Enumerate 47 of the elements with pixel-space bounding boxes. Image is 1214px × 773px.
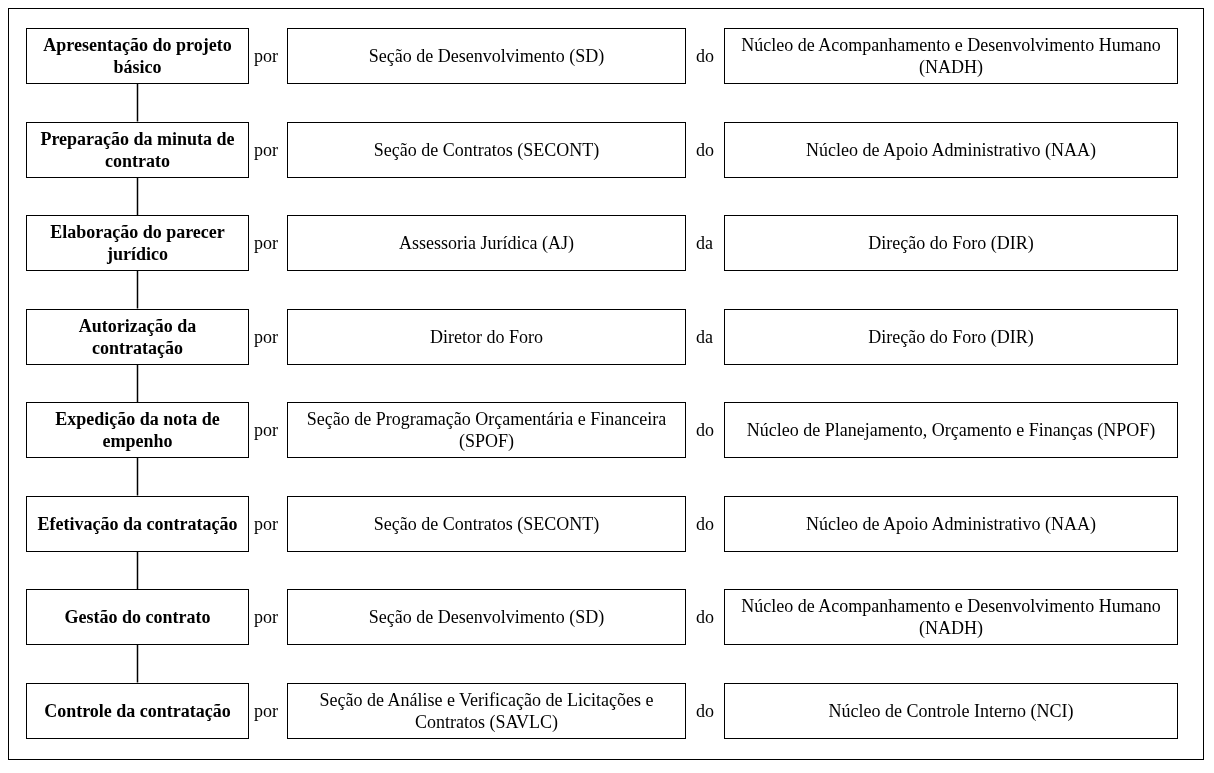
connector-word: por <box>254 512 278 535</box>
step-box: Apresentação do projeto básico <box>26 28 249 84</box>
section-box: Assessoria Jurídica (AJ) <box>287 215 686 271</box>
connector-line <box>136 176 139 216</box>
unit-box: Núcleo de Acompanhamento e Desenvolvimento Humano (NADH) <box>724 589 1178 645</box>
connector-word: do <box>696 45 714 67</box>
connector-line <box>136 644 139 684</box>
unit-box: Núcleo de Apoio Administrativo (NAA) <box>724 495 1178 552</box>
connector-line <box>136 83 139 123</box>
connector-word: por <box>254 138 278 161</box>
connector-word: por <box>254 419 278 441</box>
step-box: Controle da contratação <box>26 682 249 739</box>
connector-line <box>136 363 139 403</box>
step-box: Autorização da contratação <box>26 308 249 365</box>
connector-word: do <box>696 606 714 628</box>
connector-line <box>136 457 139 497</box>
connector-word: por <box>254 232 278 254</box>
step-box: Elaboração do parecer jurídico <box>26 215 249 271</box>
connector-word: por <box>254 699 278 722</box>
unit-box: Núcleo de Apoio Administrativo (NAA) <box>724 121 1178 178</box>
step-box: Efetivação da contratação <box>26 495 249 552</box>
connector-word: por <box>254 45 278 67</box>
connector-line <box>136 550 139 590</box>
unit-box: Núcleo de Acompanhamento e Desenvolvimento Humano (NADH) <box>724 28 1178 84</box>
step-box: Expedição da nota de empenho <box>26 402 249 458</box>
connector-word: do <box>696 419 714 441</box>
unit-box: Direção do Foro (DIR) <box>724 308 1178 365</box>
unit-box: Direção do Foro (DIR) <box>724 215 1178 271</box>
unit-box: Núcleo de Planejamento, Orçamento e Finanças (NPOF) <box>724 402 1178 458</box>
section-box: Seção de Desenvolvimento (SD) <box>287 589 686 645</box>
connector-word: por <box>254 325 278 348</box>
section-box: Seção de Contratos (SECONT) <box>287 121 686 178</box>
connector-line <box>136 270 139 310</box>
section-box: Seção de Contratos (SECONT) <box>287 495 686 552</box>
section-box: Seção de Análise e Verificação de Licitações e Contratos (SAVLC) <box>287 682 686 739</box>
section-box: Diretor do Foro <box>287 308 686 365</box>
section-box: Seção de Programação Orçamentária e Financeira (SPOF) <box>287 402 686 458</box>
connector-word: por <box>254 606 278 628</box>
connector-word: do <box>696 138 714 161</box>
connector-word: do <box>696 699 714 722</box>
connector-word: da <box>696 232 713 254</box>
step-box: Gestão do contrato <box>26 589 249 645</box>
connector-word: da <box>696 325 713 348</box>
step-box: Preparação da minuta de contrato <box>26 121 249 178</box>
section-box: Seção de Desenvolvimento (SD) <box>287 28 686 84</box>
unit-box: Núcleo de Controle Interno (NCI) <box>724 682 1178 739</box>
connector-word: do <box>696 512 714 535</box>
